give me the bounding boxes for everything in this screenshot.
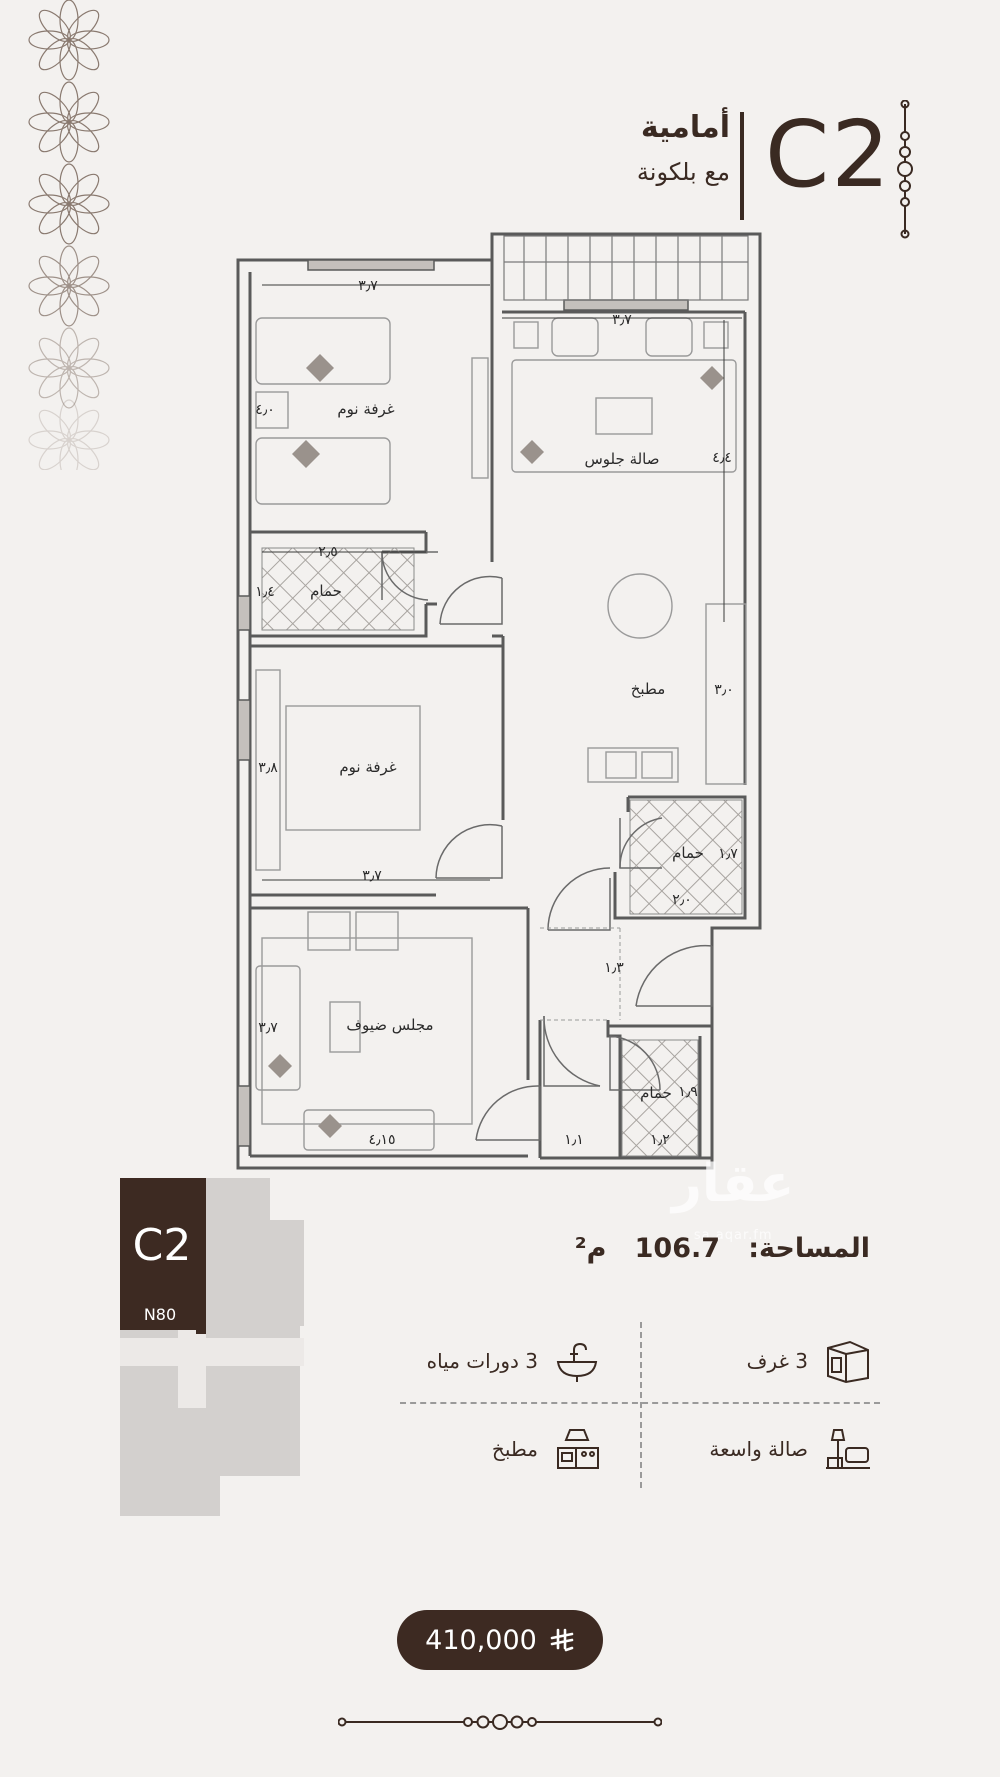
balcony-label: مع بلكونة (636, 158, 730, 186)
price-badge: 410,000 (397, 1610, 603, 1670)
bedroom2-label: غرفة نوم (339, 758, 396, 776)
bath3-width: ١٫٢ (650, 1132, 670, 1148)
majlis-width: ٤٫١٥ (368, 1132, 395, 1148)
keyplan-sublabel: N80 (144, 1305, 176, 1324)
watermark-logo: عقار sa.aqar.fm (672, 1158, 794, 1262)
room-icon (827, 1340, 869, 1384)
living-depth: ٤٫٤ (712, 450, 732, 466)
feature-living-label: صالة واسعة (709, 1437, 808, 1461)
kitchen-label: مطبخ (631, 680, 666, 698)
bead-ornament-icon (897, 100, 913, 239)
bedroom1-label: غرفة نوم (337, 400, 394, 418)
floor-plan: غرفة نوم ٣٫٧ ٤٫٠ صالة جلوس ٣٫٧ ٤٫٤ حمام … (236, 232, 762, 1170)
corridor-dim: ١٫٣ (604, 960, 624, 976)
bedroom1-depth: ٤٫٠ (255, 402, 275, 418)
bath2-label: حمام (672, 844, 704, 862)
bath3-depth: ١٫٩ (678, 1084, 698, 1100)
SAR-symbol-icon (550, 1628, 574, 1652)
living-room-icon (826, 1429, 870, 1469)
bath1-width: ٢٫٥ (318, 544, 338, 560)
bedroom2-width: ٣٫٧ (362, 868, 382, 884)
majlis-depth: ٣٫٧ (258, 1020, 278, 1036)
feature-kitchen: مطبخ (492, 1426, 600, 1472)
watermark-sub: sa.aqar.fm (693, 1228, 773, 1243)
entry-dim: ١٫١ (564, 1132, 584, 1148)
area-info: المساحة: 106.7 م² (560, 1233, 870, 1264)
living-label: صالة جلوس (585, 450, 660, 468)
feature-divider-vertical (640, 1322, 642, 1488)
area-value: 106.7 (634, 1233, 721, 1264)
feature-bathrooms-label: 3 دورات مياه (426, 1349, 538, 1373)
kitchen-dim: ٣٫٠ (714, 682, 734, 698)
feature-divider-horizontal (400, 1402, 880, 1404)
bath1-label: حمام (310, 582, 342, 600)
keyplan-label: C2 (133, 1220, 192, 1271)
bath1-depth: ١٫٤ (255, 584, 275, 600)
unit-code: C2 (765, 101, 892, 208)
kitchen-icon (557, 1429, 599, 1469)
area-unit: م² (574, 1233, 607, 1264)
feature-living: صالة واسعة (709, 1426, 870, 1472)
header-divider (740, 112, 744, 220)
key-plan: C2 N80 (120, 1178, 304, 1516)
feature-kitchen-label: مطبخ (491, 1437, 538, 1461)
bath2-depth: ١٫٧ (718, 846, 738, 862)
bead-ornament-bottom-icon (338, 1714, 662, 1730)
bath2-width: ٢٫٠ (672, 892, 692, 908)
feature-rooms-label: 3 غرف (746, 1349, 808, 1373)
bedroom2-depth: ٣٫٨ (258, 760, 278, 776)
unit-header: أمامية مع بلكونة C2 (560, 100, 920, 239)
facing-label: أمامية (640, 110, 730, 145)
bath3-label: حمام (640, 1084, 672, 1102)
feature-bathrooms: 3 دورات مياه (427, 1338, 600, 1384)
area-label: المساحة: (748, 1233, 870, 1264)
majlis-label: مجلس ضيوف (346, 1016, 433, 1034)
living-width: ٣٫٧ (612, 312, 632, 328)
bedroom1-width: ٣٫٧ (358, 278, 378, 294)
watermark-text: عقار (672, 1154, 795, 1214)
feature-rooms: 3 غرف (747, 1338, 870, 1384)
price-value: 410,000 (425, 1624, 537, 1656)
sink-icon (556, 1342, 598, 1382)
